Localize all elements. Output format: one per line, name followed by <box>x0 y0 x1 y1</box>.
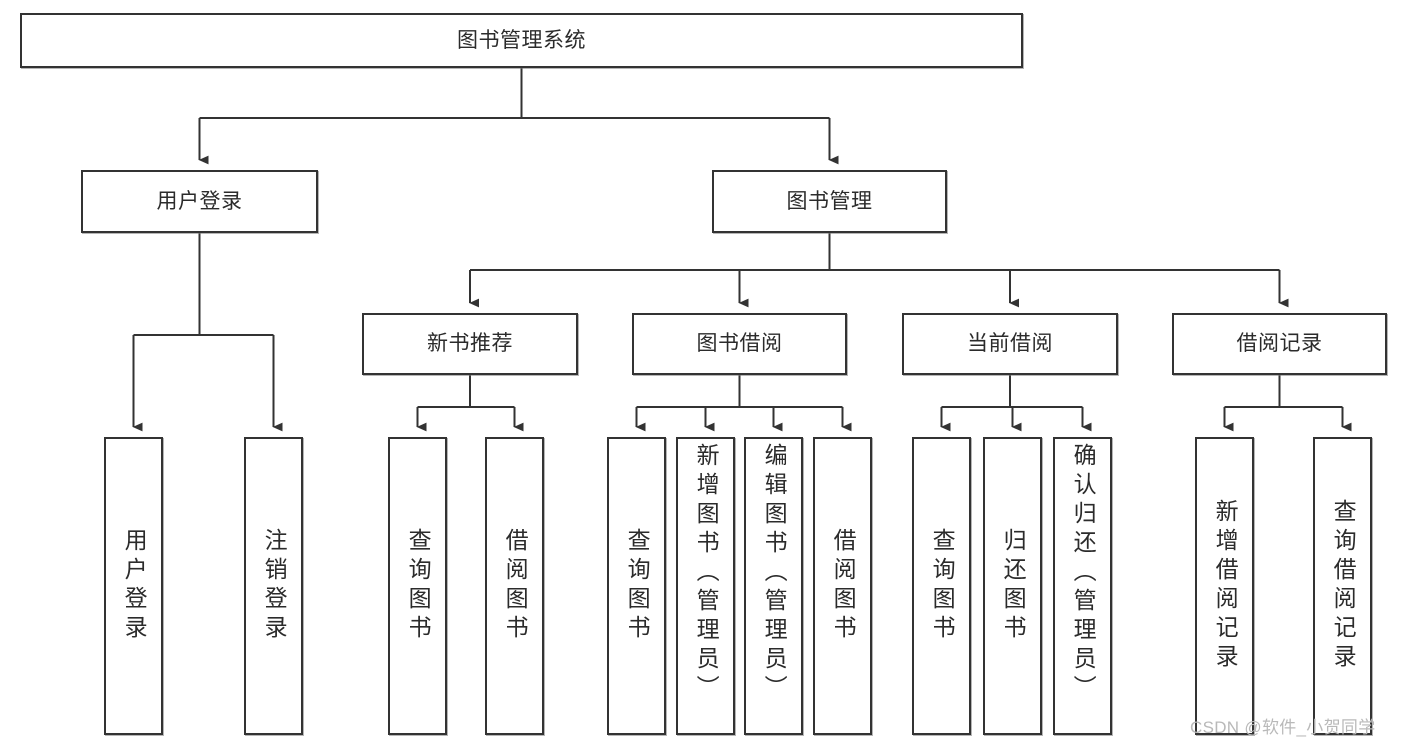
node-new-book-recommend[interactable]: 新书推荐 <box>362 313 578 375</box>
node-label-leaf-add-book-admin: 新增图书（管理员） <box>693 443 720 704</box>
node-label-new-book-recommend: 新书推荐 <box>427 332 513 356</box>
node-borrow-record[interactable]: 借阅记录 <box>1172 313 1387 375</box>
node-label-leaf-user-login: 用户登录 <box>121 528 148 644</box>
node-label-leaf-edit-book-admin: 编辑图书（管理员） <box>761 443 788 704</box>
node-root[interactable]: 图书管理系统 <box>20 13 1023 68</box>
node-label-leaf-return-book: 归还图书 <box>1000 528 1027 644</box>
node-label-book-borrow: 图书借阅 <box>696 332 783 356</box>
node-label-leaf-query-book-3: 查询图书 <box>929 528 956 644</box>
node-label-root: 图书管理系统 <box>457 28 586 52</box>
node-leaf-return-book[interactable]: 归还图书 <box>983 437 1042 735</box>
node-leaf-borrow-book-2[interactable]: 借阅图书 <box>813 437 872 735</box>
node-label-leaf-add-record: 新增借阅记录 <box>1212 499 1239 673</box>
node-book-manage[interactable]: 图书管理 <box>712 170 947 233</box>
watermark-text: CSDN @软件_小贺同学 <box>1190 718 1376 737</box>
node-label-leaf-borrow-book-2: 借阅图书 <box>830 528 857 644</box>
node-label-book-manage: 图书管理 <box>786 189 873 213</box>
node-label-user-login: 用户登录 <box>156 189 243 213</box>
node-label-current-borrow: 当前借阅 <box>967 332 1053 356</box>
node-label-borrow-record: 借阅记录 <box>1236 332 1323 356</box>
node-label-leaf-logout-login: 注销登录 <box>261 528 288 644</box>
node-label-leaf-borrow-book-1: 借阅图书 <box>502 528 529 644</box>
node-leaf-logout-login[interactable]: 注销登录 <box>244 437 303 735</box>
node-leaf-query-book-2[interactable]: 查询图书 <box>607 437 666 735</box>
node-user-login[interactable]: 用户登录 <box>81 170 318 233</box>
node-book-borrow[interactable]: 图书借阅 <box>632 313 847 375</box>
node-leaf-add-book-admin[interactable]: 新增图书（管理员） <box>676 437 735 735</box>
node-label-leaf-query-book-2: 查询图书 <box>624 528 651 644</box>
node-label-leaf-confirm-return: 确认归还（管理员） <box>1070 443 1097 704</box>
node-leaf-user-login[interactable]: 用户登录 <box>104 437 163 735</box>
node-leaf-edit-book-admin[interactable]: 编辑图书（管理员） <box>744 437 803 735</box>
node-leaf-borrow-book-1[interactable]: 借阅图书 <box>485 437 544 735</box>
node-label-leaf-query-book-1: 查询图书 <box>405 528 432 644</box>
node-leaf-query-record[interactable]: 查询借阅记录 <box>1313 437 1372 735</box>
node-leaf-query-book-1[interactable]: 查询图书 <box>388 437 447 735</box>
node-current-borrow[interactable]: 当前借阅 <box>902 313 1118 375</box>
node-label-leaf-query-record: 查询借阅记录 <box>1330 499 1357 673</box>
node-leaf-add-record[interactable]: 新增借阅记录 <box>1195 437 1254 735</box>
node-leaf-query-book-3[interactable]: 查询图书 <box>912 437 971 735</box>
node-leaf-confirm-return[interactable]: 确认归还（管理员） <box>1053 437 1112 735</box>
